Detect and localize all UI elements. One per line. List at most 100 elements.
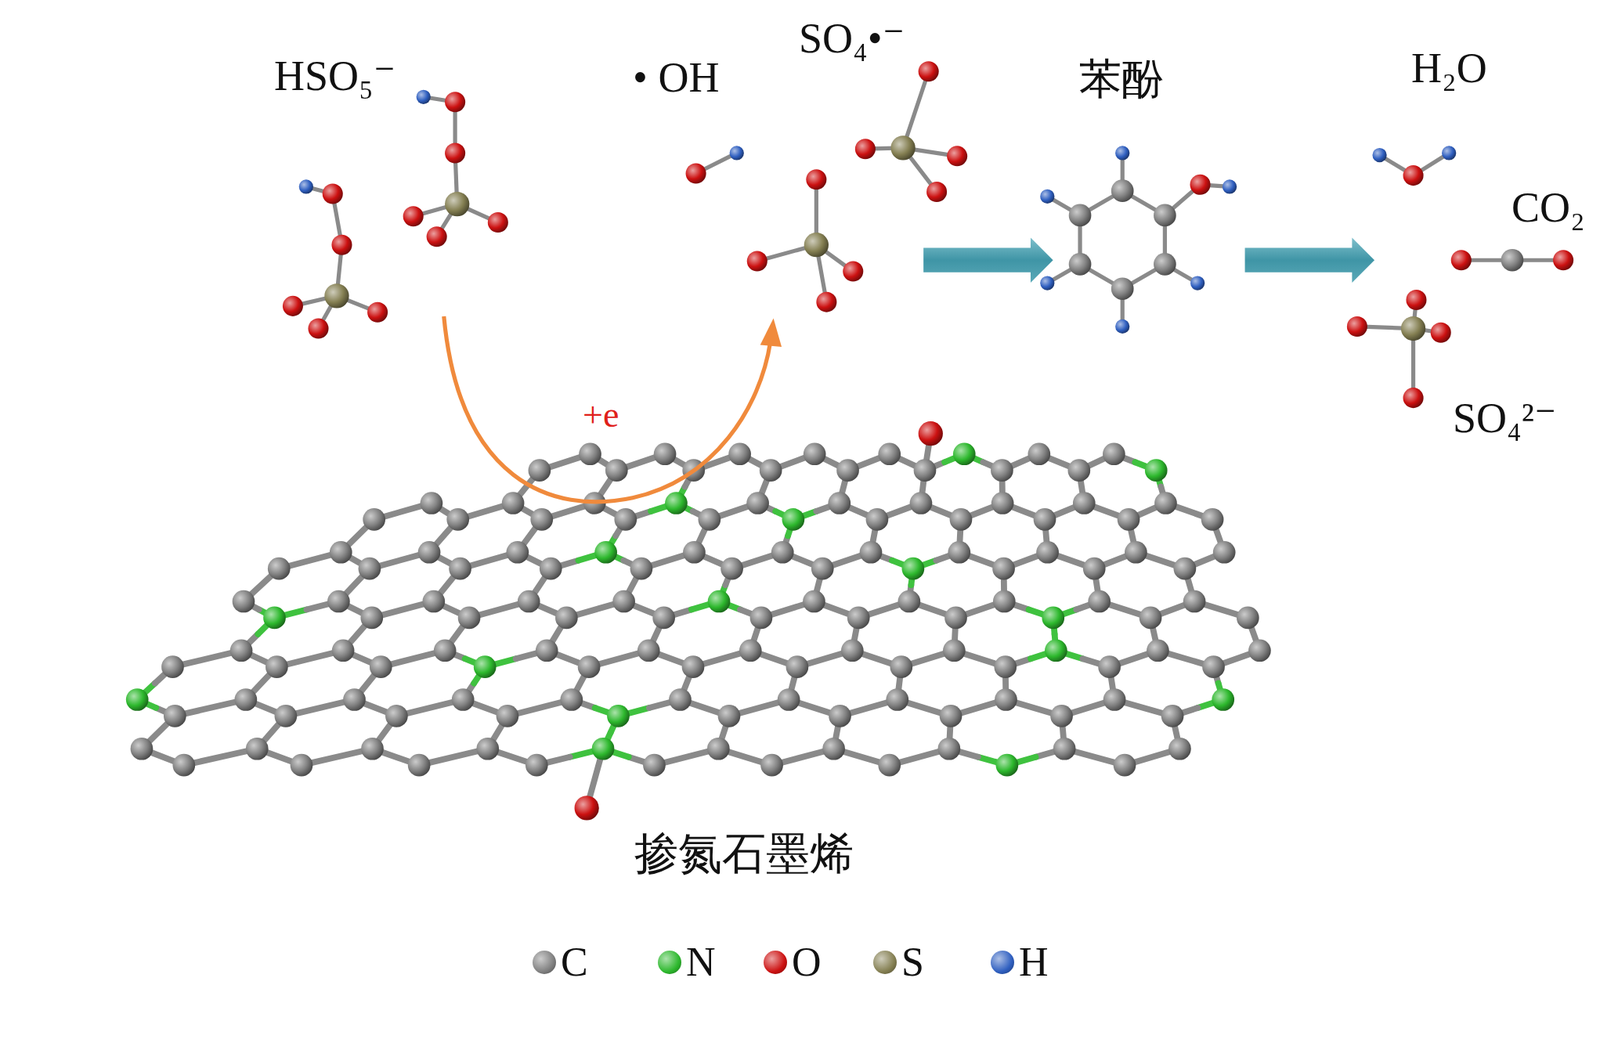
atom-ball <box>707 737 730 761</box>
atom-ball <box>877 442 901 466</box>
material-label: 掺氮石墨烯 <box>634 830 854 879</box>
atom-ball <box>993 655 1017 679</box>
atom-ball <box>990 458 1014 482</box>
legend-text: O <box>791 939 822 985</box>
atom-ball <box>1189 174 1210 196</box>
atom-ball <box>173 754 196 777</box>
atom-ball <box>234 688 258 712</box>
atom-ball <box>408 754 431 777</box>
species-label: H₂O <box>1411 45 1488 92</box>
atom-ball <box>771 541 795 564</box>
atom-ball <box>517 590 541 614</box>
legend-item: C <box>532 939 589 985</box>
atom-ball <box>577 655 601 679</box>
atom-ball <box>786 655 810 679</box>
atom-ball <box>728 442 752 466</box>
molecule <box>1372 145 1456 186</box>
atom-ball <box>331 234 352 256</box>
atom-ball <box>444 142 466 163</box>
atom-ball <box>918 421 943 446</box>
atom-ball <box>859 541 883 564</box>
atom-ball <box>1087 590 1111 614</box>
atom-ball <box>1403 387 1424 409</box>
atom-ball <box>729 145 745 160</box>
atom-ball <box>403 205 424 227</box>
atom-ball <box>1053 737 1077 761</box>
legend-item: O <box>763 939 822 985</box>
atom-ball <box>444 91 466 112</box>
atom-ball <box>993 590 1016 614</box>
atom-ball <box>358 557 382 581</box>
atom-ball <box>282 296 304 317</box>
atom-ball <box>1190 275 1205 290</box>
atom-ball <box>426 226 448 247</box>
atom-ball <box>367 302 388 323</box>
atom-ball <box>953 442 976 466</box>
species-label: 苯酚 <box>1079 56 1164 103</box>
atom-ball <box>1139 606 1163 630</box>
atom-ball <box>307 318 329 340</box>
atom-ball <box>1211 688 1235 712</box>
atom-ball <box>816 292 837 313</box>
legend-swatch <box>763 950 788 975</box>
atom-ball <box>947 541 971 564</box>
atom-ball <box>1040 189 1055 204</box>
atom-ball <box>991 491 1015 515</box>
bond-stick <box>184 748 257 766</box>
atom-ball <box>1072 491 1096 515</box>
atom-ball <box>343 688 366 712</box>
atom-ball <box>668 688 692 712</box>
atom-ball <box>1347 316 1368 337</box>
atom-ball <box>265 655 289 679</box>
atom-ball <box>946 145 968 167</box>
atom-ball <box>637 639 661 662</box>
atom-ball <box>361 737 384 761</box>
atom-ball <box>1124 541 1148 564</box>
atom-ball <box>1033 508 1057 531</box>
atom-ball <box>451 688 475 712</box>
atom-ball <box>1173 557 1197 581</box>
atom-ball <box>1113 754 1137 777</box>
atom-ball <box>1067 458 1091 482</box>
atom-ball <box>718 704 741 728</box>
atom-ball <box>1102 442 1126 466</box>
atom-ball <box>939 704 963 728</box>
atom-ball <box>949 508 973 531</box>
atom-ball <box>267 557 291 581</box>
atom-ball <box>1041 606 1065 630</box>
atom-ball <box>324 283 349 308</box>
electron-label: +e <box>582 395 619 436</box>
atom-ball <box>1183 590 1207 614</box>
atom-ball <box>1213 541 1236 564</box>
atom-ball <box>777 688 801 712</box>
atom-ball <box>420 491 444 515</box>
atom-ball <box>698 508 722 531</box>
atom-ball <box>1372 148 1387 163</box>
atom-ball <box>910 491 933 515</box>
legend-swatch <box>873 950 897 975</box>
atom-ball <box>1111 179 1135 203</box>
atom-ball <box>506 541 530 564</box>
atom-ball <box>327 590 351 614</box>
atom-ball <box>1403 165 1424 186</box>
atom-ball <box>1153 252 1177 276</box>
atom-ball <box>682 541 706 564</box>
atom-ball <box>664 491 688 515</box>
atom-ball <box>1248 639 1272 662</box>
atom-ball <box>329 541 353 564</box>
legend-swatch <box>657 950 682 975</box>
atom-ball <box>444 191 470 217</box>
atom-ball <box>653 442 677 466</box>
electron-transfer-arrow <box>444 316 771 503</box>
legend-swatch <box>532 950 557 975</box>
atom-ball <box>1050 704 1073 728</box>
species-label: HSO₅⁻ <box>274 53 396 100</box>
atom-ball <box>574 795 600 820</box>
atom-ball <box>1553 249 1574 271</box>
atom-ball <box>555 606 578 630</box>
atom-ball <box>1044 639 1068 662</box>
atom-ball <box>332 639 355 662</box>
atom-ball <box>1168 737 1192 761</box>
atom-ball <box>1027 442 1051 466</box>
